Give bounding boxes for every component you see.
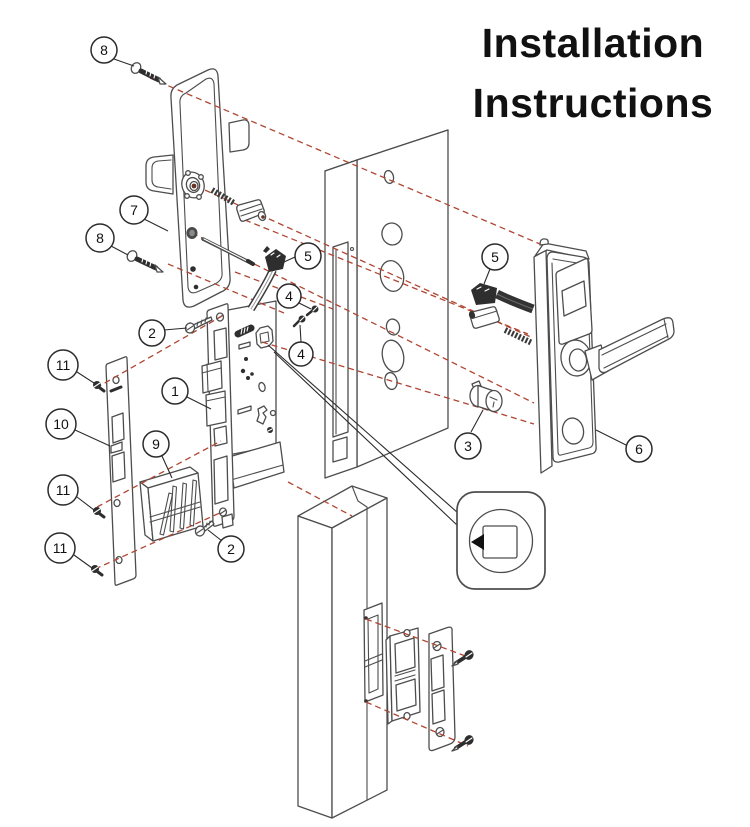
cable-connector-left bbox=[247, 246, 286, 312]
callout-10-balloon bbox=[45, 408, 77, 440]
callout-layer: 8 7 8 2 5 4 4 1 9 11 10 11 11 2 5 3 6 bbox=[44, 36, 653, 569]
callout-7-balloon bbox=[119, 195, 149, 225]
callout-11-leader bbox=[73, 554, 93, 569]
callout-8-balloon bbox=[85, 223, 115, 253]
callout-4-number: 4 bbox=[297, 346, 305, 362]
spring-right bbox=[503, 327, 534, 346]
page-title-line2: Instructions bbox=[473, 80, 714, 126]
mortise-lock-body bbox=[201, 300, 285, 529]
lever-handle bbox=[598, 317, 675, 374]
callout-11-number: 11 bbox=[56, 482, 71, 498]
spindle-hub-boss bbox=[255, 325, 274, 349]
mounting-screw-bottom bbox=[126, 250, 164, 273]
callout-8-leader bbox=[110, 245, 129, 256]
callout-10-leader bbox=[74, 429, 111, 447]
callout-2-number: 2 bbox=[227, 541, 235, 557]
faceplate-screws bbox=[91, 381, 106, 577]
callout-6-number: 6 bbox=[635, 441, 643, 457]
interior-panel bbox=[533, 238, 675, 474]
callout-1-balloon bbox=[161, 377, 189, 405]
callout-9-leader bbox=[161, 455, 173, 479]
strike-screws bbox=[451, 650, 474, 752]
callout-7-number: 7 bbox=[130, 202, 138, 218]
callout-8-number: 8 bbox=[100, 42, 108, 58]
cylinder-hub-assembly bbox=[181, 170, 267, 290]
callout-8-number: 8 bbox=[96, 230, 104, 246]
callout-5-number: 5 bbox=[491, 249, 499, 265]
callout-2-leader bbox=[207, 529, 223, 542]
callout-5-number: 5 bbox=[304, 248, 312, 264]
callout-4-balloon bbox=[276, 283, 302, 309]
latch-tab bbox=[228, 119, 250, 153]
callout-2-balloon bbox=[217, 535, 245, 563]
mortise-slot bbox=[332, 241, 349, 438]
mounting-screw-top bbox=[130, 62, 167, 85]
case-screw-b bbox=[292, 315, 306, 328]
callout-3-balloon bbox=[454, 432, 482, 460]
callout-5-balloon bbox=[294, 242, 322, 270]
callout-11-number: 11 bbox=[56, 357, 71, 373]
callout-7-leader bbox=[143, 218, 169, 232]
strike-dust-box bbox=[385, 627, 421, 725]
callout-6-leader bbox=[595, 429, 627, 446]
callout-4-balloon bbox=[288, 341, 314, 367]
slotted-cover bbox=[139, 466, 204, 542]
key-cover-oval bbox=[561, 417, 585, 445]
callout-9-number: 9 bbox=[152, 436, 160, 452]
callout-10-number: 10 bbox=[53, 416, 69, 432]
callout-8-balloon bbox=[90, 36, 118, 64]
callout-5-balloon bbox=[481, 243, 509, 271]
callout-6-balloon bbox=[625, 435, 653, 463]
callout-5-leader bbox=[283, 256, 296, 263]
callout-2-leader bbox=[163, 327, 188, 331]
left-triangle-icon bbox=[471, 534, 484, 550]
door-slab bbox=[324, 129, 449, 479]
faceplate bbox=[105, 356, 137, 586]
callout-1-number: 1 bbox=[171, 383, 179, 399]
callout-2-balloon bbox=[138, 319, 166, 347]
page-title: Installation bbox=[482, 20, 704, 66]
callout-11-balloon bbox=[47, 349, 79, 381]
callout-11-balloon bbox=[44, 532, 76, 564]
callout-11-balloon bbox=[47, 474, 79, 506]
callout-3-number: 3 bbox=[464, 438, 472, 454]
callout-9-balloon bbox=[142, 430, 170, 458]
flange-screw-bottom bbox=[194, 520, 215, 537]
callout-3-leader bbox=[470, 409, 484, 433]
callout-5-leader bbox=[483, 268, 491, 285]
lock-cylinder bbox=[469, 380, 503, 413]
thumbturn-detail-bubble bbox=[267, 344, 546, 590]
strike-plate bbox=[428, 626, 456, 752]
callout-11-leader bbox=[76, 496, 95, 511]
spring bbox=[210, 187, 236, 206]
callout-4-leader bbox=[299, 324, 302, 343]
callout-8-leader bbox=[113, 58, 135, 67]
latch-bolt bbox=[201, 360, 223, 394]
cable-connector-right bbox=[468, 283, 535, 346]
callout-1-leader bbox=[186, 396, 212, 410]
callout-11-leader bbox=[76, 371, 95, 384]
callout-2-number: 2 bbox=[148, 325, 156, 341]
callout-4-number: 4 bbox=[285, 288, 293, 304]
callout-11-number: 11 bbox=[53, 540, 68, 556]
callout-4-leader bbox=[298, 302, 312, 310]
case-screw-a bbox=[305, 305, 319, 317]
flange-screw-top bbox=[184, 316, 213, 334]
door-frame-post bbox=[297, 485, 388, 819]
